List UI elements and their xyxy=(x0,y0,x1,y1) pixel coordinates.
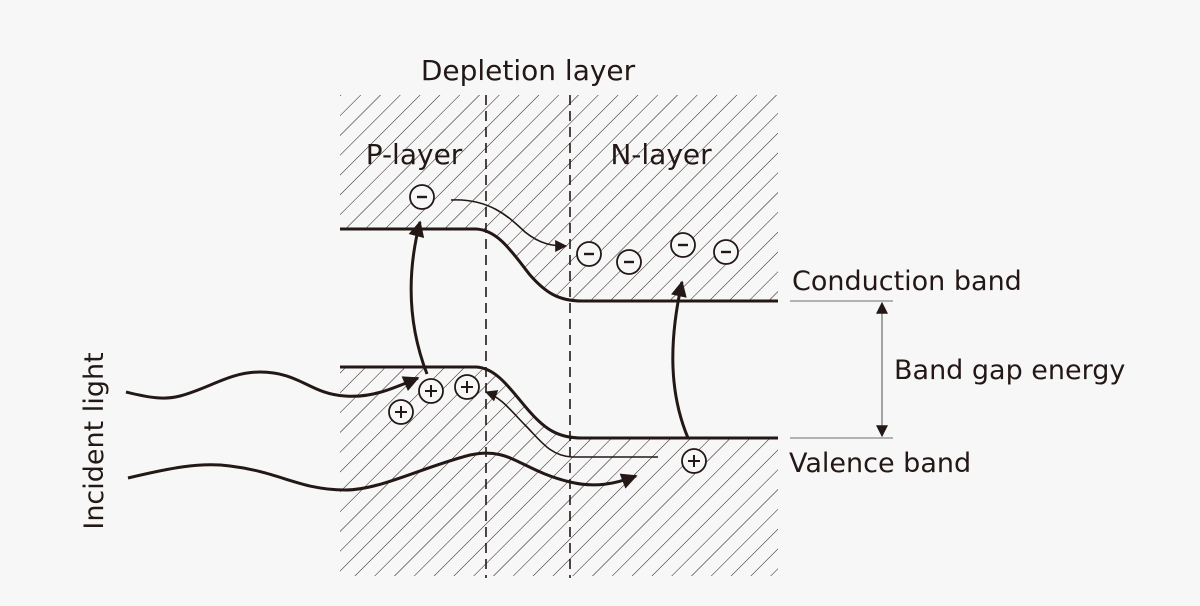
valence-band-line xyxy=(340,365,778,440)
band-gap-energy-label: Band gap energy xyxy=(894,355,1125,386)
depletion-layer-label: Depletion layer xyxy=(421,54,636,87)
incident-light-label: Incident light xyxy=(79,352,110,529)
electron xyxy=(713,239,739,265)
hole xyxy=(418,378,444,404)
electron-drift-arrow xyxy=(450,199,568,252)
conduction-band-line xyxy=(340,227,778,303)
incident-light-wave-lower xyxy=(127,451,638,492)
hole xyxy=(388,399,414,425)
n-layer-label: N-layer xyxy=(610,138,712,171)
upper-hatched-region xyxy=(340,95,778,301)
electron xyxy=(576,241,602,267)
electron xyxy=(409,184,435,210)
hole xyxy=(454,374,480,400)
incident-light-wave-upper xyxy=(125,370,420,400)
excitation-arrow-n-layer xyxy=(671,280,690,439)
p-layer-label: P-layer xyxy=(366,138,463,171)
excitation-arrow-p-layer xyxy=(408,220,429,375)
hole-drift-arrow xyxy=(484,390,658,458)
electron xyxy=(670,232,696,258)
electron xyxy=(616,249,642,275)
lower-hatched-region xyxy=(340,367,778,576)
valence-band-label: Valence band xyxy=(789,448,971,479)
hole xyxy=(681,448,707,474)
conduction-band-label: Conduction band xyxy=(792,266,1022,297)
